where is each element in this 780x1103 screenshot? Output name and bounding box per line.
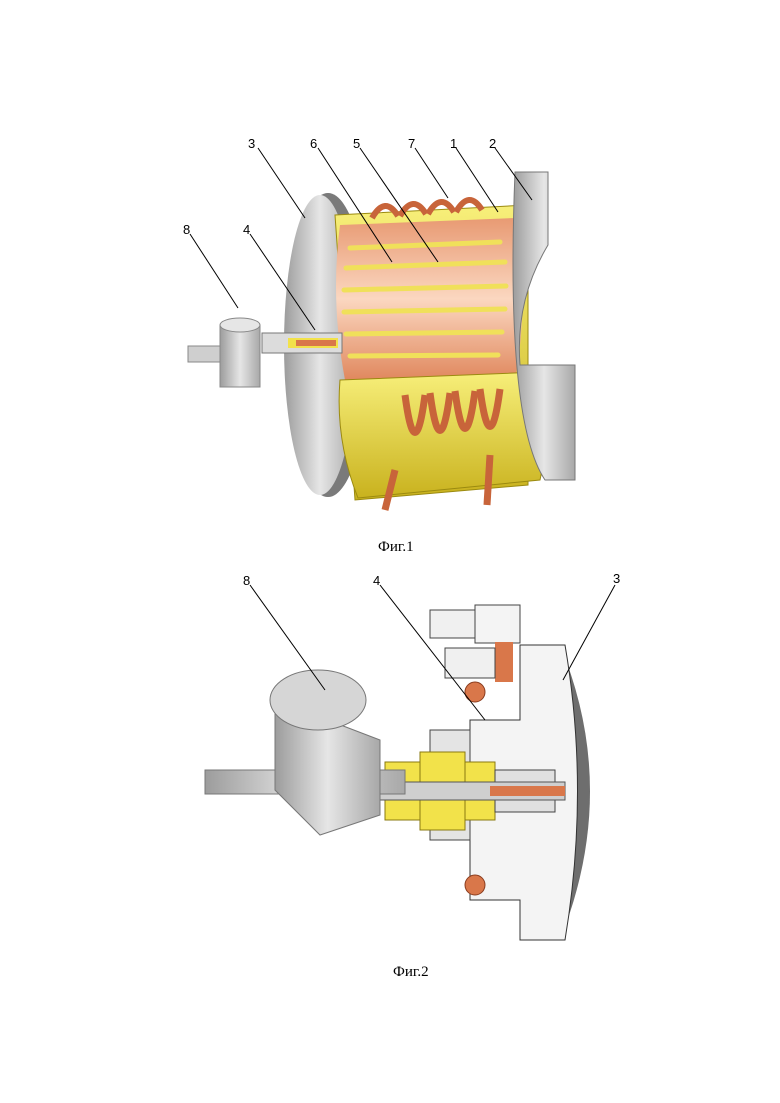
label-8: 8 xyxy=(183,222,190,237)
label-4: 4 xyxy=(243,222,250,237)
figure-2: 8 4 3 Фиг.2 xyxy=(205,571,620,980)
label-4: 4 xyxy=(373,573,380,588)
detector-cylinder xyxy=(205,670,405,835)
label-7: 7 xyxy=(408,136,415,151)
figure-1: 3 6 5 7 1 2 8 4 Фиг.1 xyxy=(183,136,575,555)
lower-housing xyxy=(339,372,546,498)
caption-fig2: Фиг.2 xyxy=(393,964,429,980)
port-lower xyxy=(465,875,485,895)
label-2: 2 xyxy=(489,136,496,151)
inner-cavity xyxy=(336,218,523,380)
label-8: 8 xyxy=(243,573,250,588)
detector-body xyxy=(188,318,260,387)
label-6: 6 xyxy=(310,136,317,151)
top-fittings xyxy=(430,605,520,682)
port-upper xyxy=(465,682,485,702)
label-3: 3 xyxy=(613,571,620,586)
label-1: 1 xyxy=(450,136,457,151)
caption-fig1: Фиг.1 xyxy=(378,539,414,555)
label-5: 5 xyxy=(353,136,360,151)
label-3: 3 xyxy=(248,136,255,151)
tube-fitting xyxy=(262,333,342,353)
